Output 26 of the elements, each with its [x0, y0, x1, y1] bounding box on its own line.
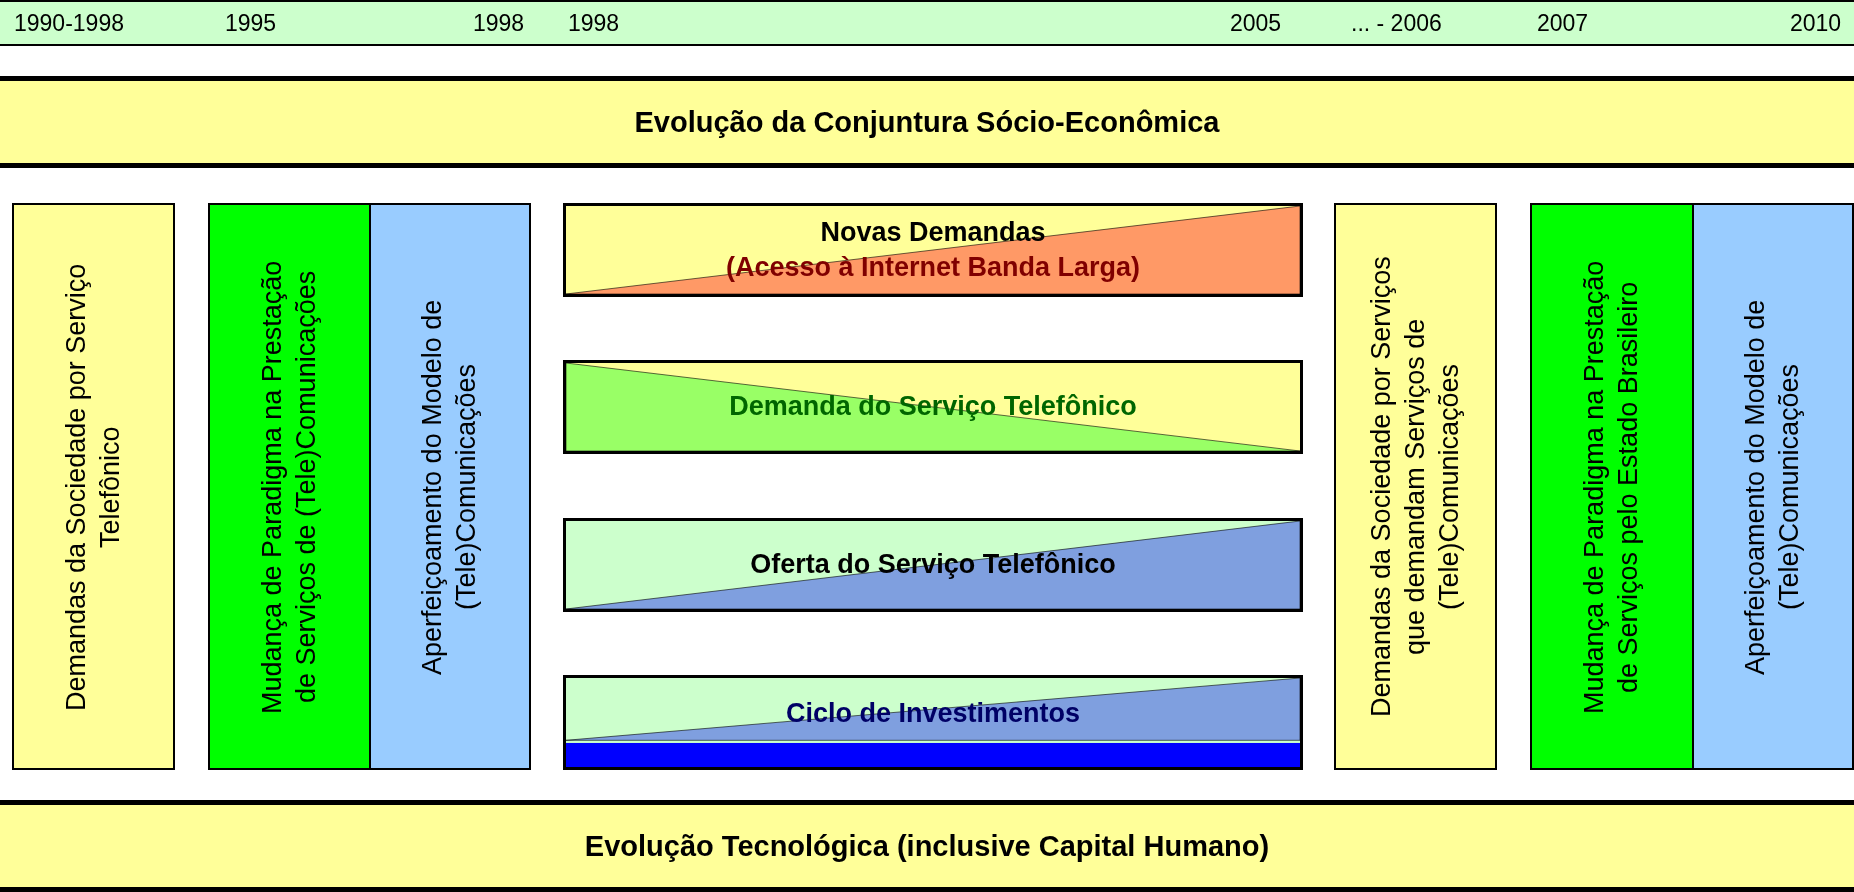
column-text: Demandas da Sociedade por Serviços que demandam Serviços de (Tele)Comunicações [1364, 255, 1465, 719]
year-label: ... - 2006 [1351, 10, 1442, 37]
column-text: Mudança de Paradigma na Prestação de Serviços de (Tele)Comunicações [255, 258, 322, 716]
band-title: Evolução da Conjuntura Sócio-Econômica [634, 105, 1220, 139]
technology-band [0, 800, 1854, 892]
phase-column [208, 203, 371, 770]
year-label: 1998 [473, 10, 525, 37]
year-label: 1998 [568, 10, 620, 37]
year-label: 1990-1998 [14, 10, 124, 37]
column-text: Mudança de Paradigma na Prestação de Serviços pelo Estado Brasileiro [1578, 258, 1644, 716]
phase-column [12, 203, 175, 770]
phase-column [1692, 203, 1854, 770]
context-band [0, 76, 1854, 168]
year-label: 2010 [1790, 10, 1842, 37]
phase-column [1334, 203, 1497, 770]
column-text: Aperfeiçoamento do Modelo de (Tele)Comunicações [416, 297, 482, 677]
year-label: 1995 [225, 10, 277, 37]
bar-title: Novas Demandas [820, 215, 1046, 249]
band-title: Evolução Tecnológica (inclusive Capital Humano) [584, 829, 1270, 863]
phase-column [369, 203, 531, 770]
year-label: 2005 [1230, 10, 1282, 37]
phase-column [1530, 203, 1694, 770]
bar-title: Oferta do Serviço Telefônico [750, 548, 1116, 582]
column-text: Demandas da Sociedade por Serviço Telefônico [59, 261, 126, 713]
year-label: 2007 [1537, 10, 1589, 37]
column-text: Aperfeiçoamento do Modelo de (Tele)Comunicações [1739, 297, 1805, 677]
